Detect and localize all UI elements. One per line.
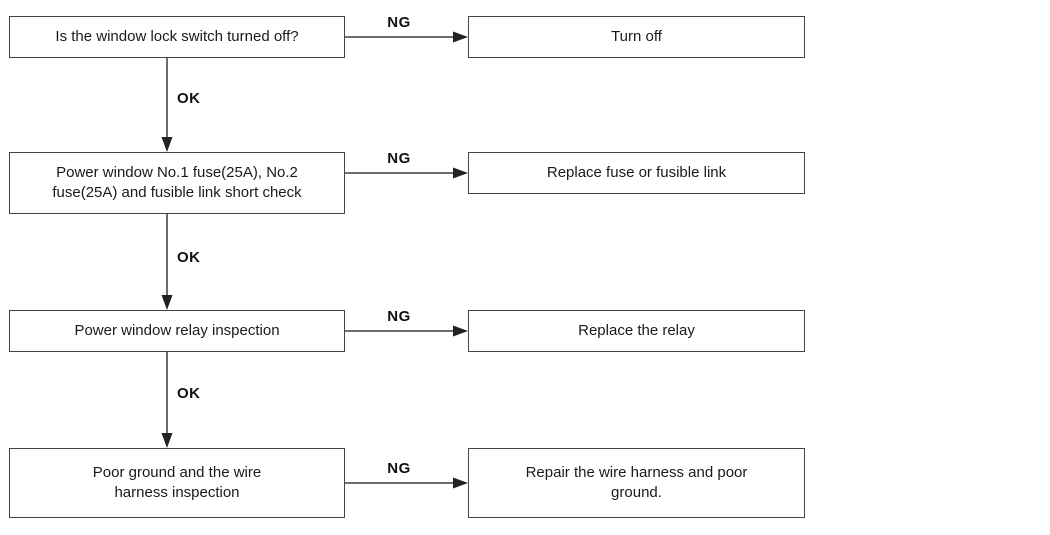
ok-label-1: OK <box>177 90 201 107</box>
ng-label-1: NG <box>387 14 411 31</box>
ng-label-4: NG <box>387 460 411 477</box>
ok-arrow-2 <box>161 214 173 310</box>
ok-arrow-3 <box>161 352 173 448</box>
ng-label-2: NG <box>387 150 411 167</box>
ng-arrow-2 <box>345 167 468 179</box>
action-box-repair-harness: Repair the wire harness and poor ground. <box>468 448 805 518</box>
check-box-ground-harness-inspection: Poor ground and the wire harness inspect… <box>9 448 345 518</box>
action-box-replace-relay: Replace the relay <box>468 310 805 352</box>
ok-label-3: OK <box>177 385 201 402</box>
check-box-window-lock-switch: Is the window lock switch turned off? <box>9 16 345 58</box>
check-box-fuse-short-check: Power window No.1 fuse(25A), No.2 fuse(2… <box>9 152 345 214</box>
action-box-replace-fuse: Replace fuse or fusible link <box>468 152 805 194</box>
ng-label-3: NG <box>387 308 411 325</box>
ng-arrow-4 <box>345 477 468 489</box>
ok-arrow-1 <box>161 58 173 152</box>
action-box-turn-off: Turn off <box>468 16 805 58</box>
ng-arrow-3 <box>345 325 468 337</box>
ok-label-2: OK <box>177 249 201 266</box>
ng-arrow-1 <box>345 31 468 43</box>
check-box-relay-inspection: Power window relay inspection <box>9 310 345 352</box>
